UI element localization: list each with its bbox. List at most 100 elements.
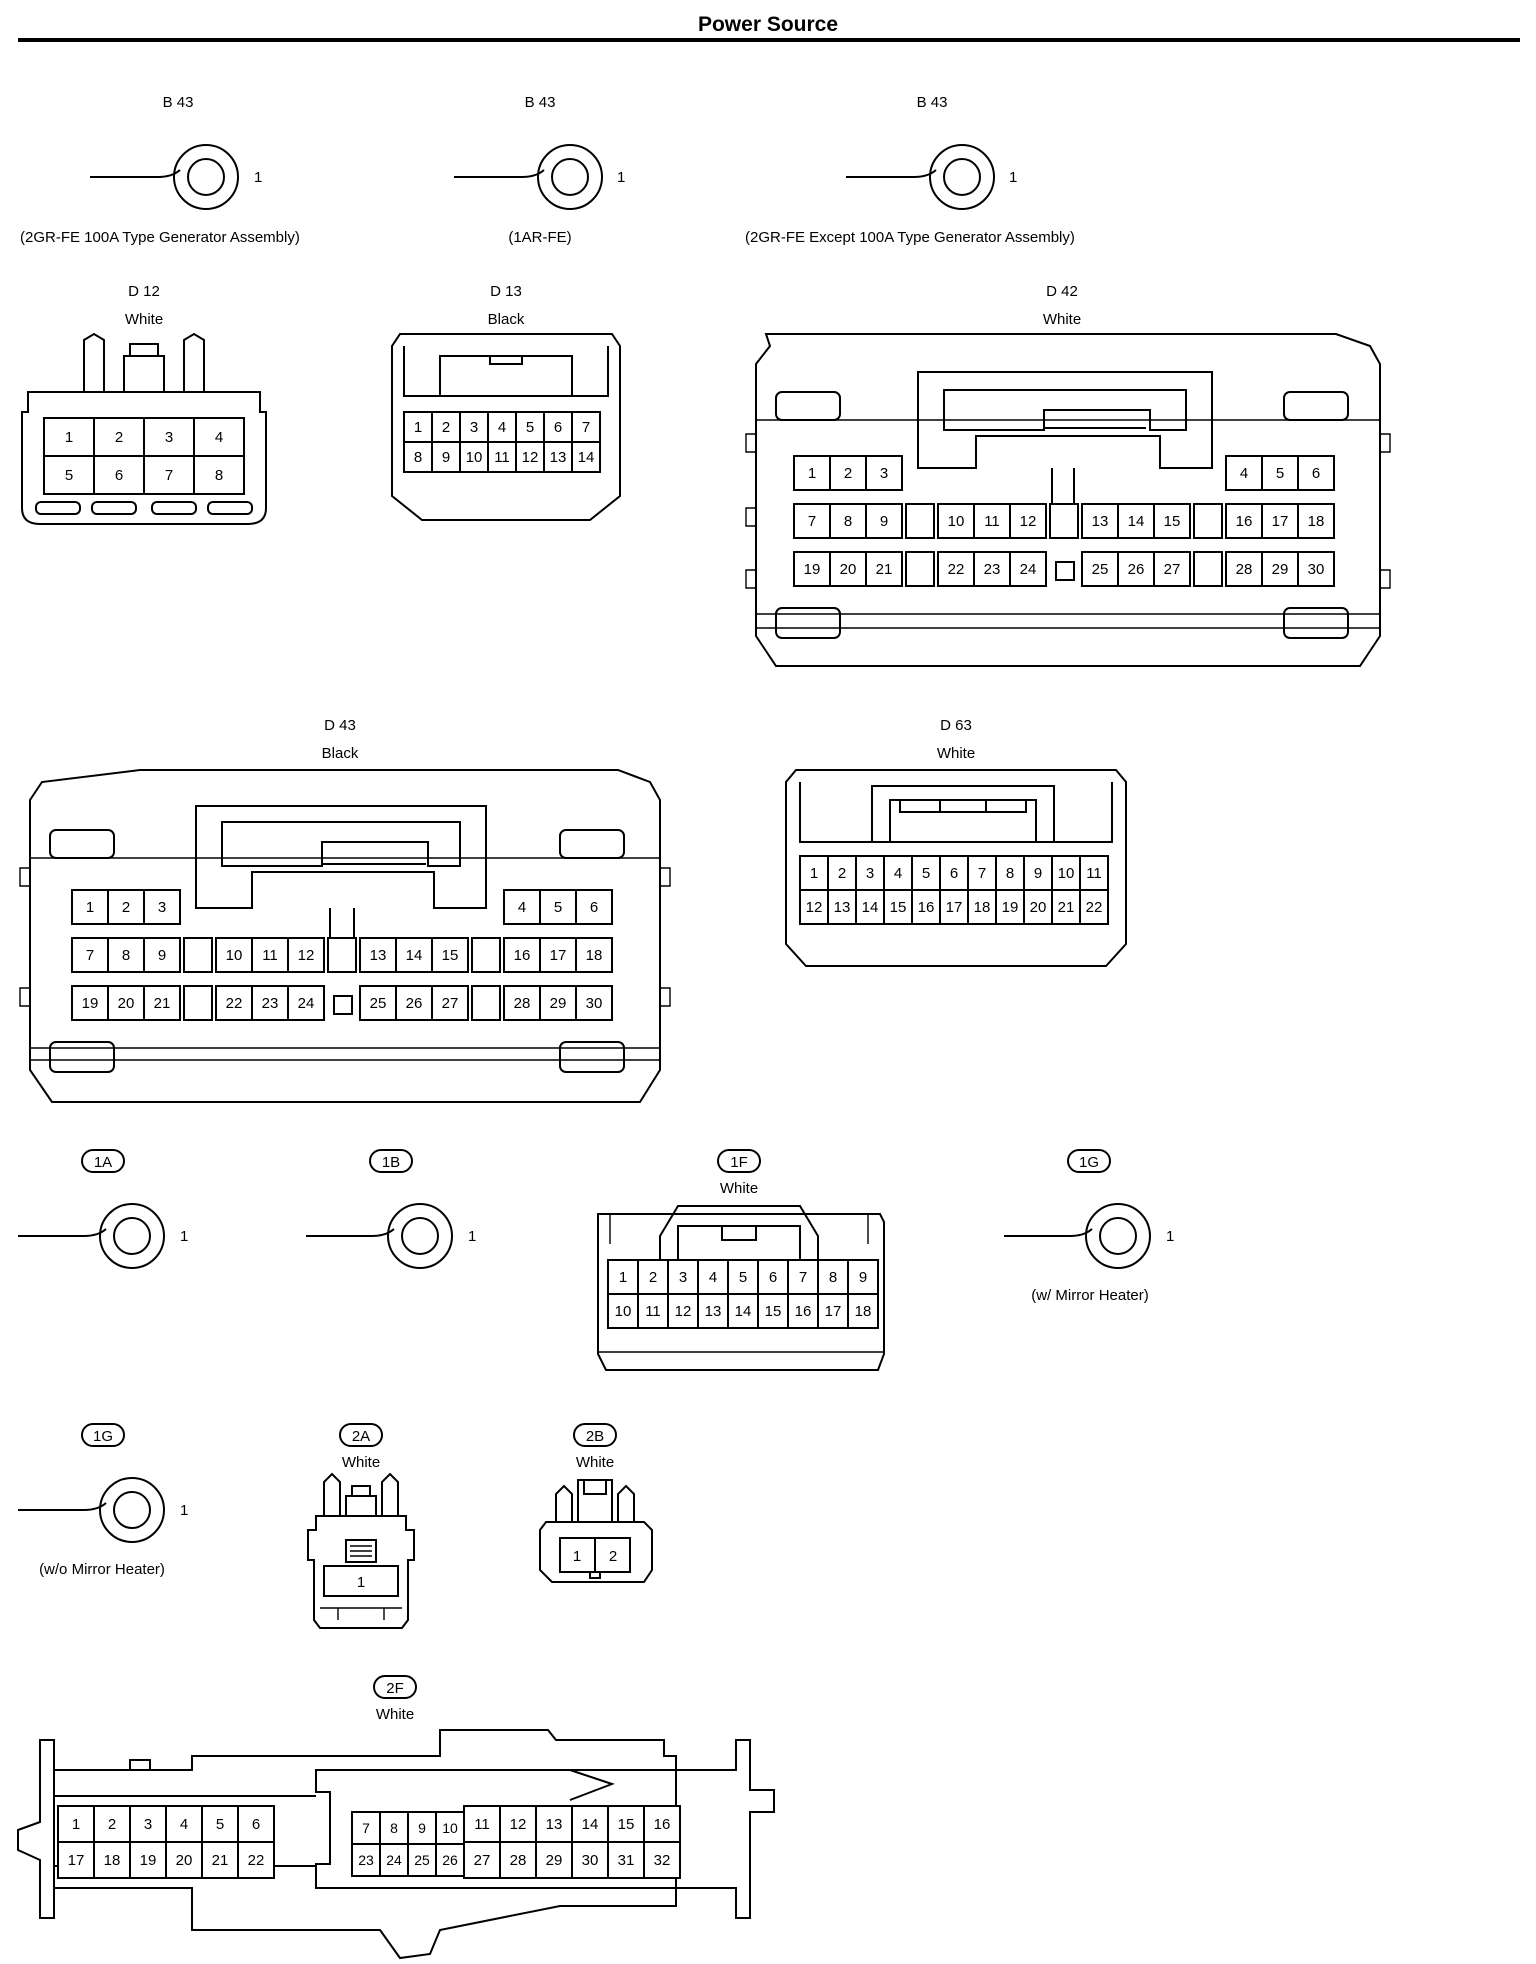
pin-number: 27 <box>1164 561 1181 578</box>
pin-number: 4 <box>709 1269 717 1286</box>
pin-number: 13 <box>1092 513 1109 530</box>
pin-number: 13 <box>550 449 567 466</box>
pin-number: 20 <box>840 561 857 578</box>
pin-number: 14 <box>406 947 423 964</box>
pin-number: 7 <box>86 947 94 964</box>
connector-id: 2A <box>352 1428 370 1445</box>
pin-cavity <box>71 985 109 1021</box>
pin-cavity <box>865 503 903 539</box>
pin-cavity <box>237 1841 275 1879</box>
corner-clip <box>49 1041 115 1073</box>
pin-number: 10 <box>1058 865 1075 882</box>
pin-cavity <box>395 985 433 1021</box>
pin-number: 4 <box>894 865 902 882</box>
connector-b43-2gr-except: B 43 1 (2GR-FE Except 100A Type Generato… <box>745 94 1075 246</box>
lock-window <box>345 1539 377 1563</box>
connector-housing <box>391 333 621 521</box>
pin-number: 9 <box>442 449 450 466</box>
pin-number: 1 <box>808 465 816 482</box>
empty-cavity <box>1049 503 1079 539</box>
pin-cavity <box>973 551 1011 587</box>
pin-cavity <box>435 1811 465 1845</box>
pin-cavity <box>515 441 545 473</box>
connector-b43-1ar: B 43 1 (1AR-FE) <box>454 94 625 246</box>
pin-cavity <box>1261 551 1299 587</box>
corner-clip <box>559 1041 625 1073</box>
pin-number: 5 <box>216 1816 224 1833</box>
pin-cavity <box>431 985 469 1021</box>
pin-number: 5 <box>739 1269 747 1286</box>
empty-cavity <box>327 937 357 973</box>
pin-number: 6 <box>590 899 598 916</box>
pin-cavity <box>995 889 1025 925</box>
pin-number: 19 <box>140 1852 157 1869</box>
pin-number: 10 <box>226 947 243 964</box>
wire-lead <box>846 169 937 178</box>
pin-cavity <box>643 1841 681 1879</box>
pin-number: 22 <box>1086 899 1103 916</box>
ring-terminal <box>99 1203 165 1269</box>
pin-number: 26 <box>442 1852 458 1868</box>
pin-cavity <box>571 441 601 473</box>
pin-cavity <box>575 937 613 973</box>
pin-number: 1 <box>619 1269 627 1286</box>
connector-housing <box>307 1515 415 1629</box>
pin-number: 30 <box>586 995 603 1012</box>
pin-number: 25 <box>414 1852 430 1868</box>
ring-terminal-hole <box>1099 1217 1137 1255</box>
pin-number: 21 <box>154 995 171 1012</box>
connector-id: B 43 <box>917 94 948 111</box>
locking-latch <box>555 1479 635 1522</box>
pin-cavity <box>937 503 975 539</box>
pin-cavity <box>829 455 867 491</box>
pin-number: 1 <box>72 1816 80 1833</box>
connector-id: 1F <box>730 1154 748 1171</box>
connector-id: 1B <box>382 1154 400 1171</box>
pin-number: 4 <box>498 419 506 436</box>
pin-number: 16 <box>514 947 531 964</box>
pin-number: 28 <box>1236 561 1253 578</box>
connector-color: Black <box>488 311 525 328</box>
pin-number: 2 <box>838 865 846 882</box>
pin-number: 5 <box>526 419 534 436</box>
pin-number: 27 <box>442 995 459 1012</box>
pin-number: 3 <box>866 865 874 882</box>
pin-number: 15 <box>765 1303 782 1320</box>
empty-cavity <box>471 985 501 1021</box>
pin-cavity <box>637 1293 669 1329</box>
pin-cavity <box>727 1293 759 1329</box>
pin-number: 6 <box>1312 465 1320 482</box>
pin-number: 1 <box>1166 1228 1174 1245</box>
pin-number: 29 <box>550 995 567 1012</box>
pin-cavity <box>1153 551 1191 587</box>
pin-cavity <box>287 985 325 1021</box>
pin-number: 23 <box>984 561 1001 578</box>
pin-number: 3 <box>880 465 888 482</box>
pin-number: 6 <box>554 419 562 436</box>
locking-latch <box>403 346 609 397</box>
connector-1b: 1B 1 <box>306 1149 476 1269</box>
pin-number: 1 <box>180 1502 188 1519</box>
top-rail <box>756 419 1380 629</box>
pin-number: 30 <box>582 1852 599 1869</box>
pin-number: 18 <box>586 947 603 964</box>
empty-cavity <box>905 503 935 539</box>
connector-id: B 43 <box>163 94 194 111</box>
connector-color: White <box>720 1180 758 1197</box>
pin-number: 9 <box>1034 865 1042 882</box>
pin-cavity <box>575 985 613 1021</box>
bottom-ribs <box>35 501 253 515</box>
pin-number: 14 <box>735 1303 752 1320</box>
connector-id: D 13 <box>490 283 522 300</box>
wire-lead <box>90 169 181 178</box>
connector-housing <box>29 769 661 1103</box>
top-rail <box>30 857 660 1061</box>
pin-number: 1 <box>617 169 625 186</box>
pin-number: 12 <box>510 1816 527 1833</box>
pin-number: 15 <box>442 947 459 964</box>
pin-cavity <box>1297 503 1335 539</box>
pin-number: 30 <box>1308 561 1325 578</box>
